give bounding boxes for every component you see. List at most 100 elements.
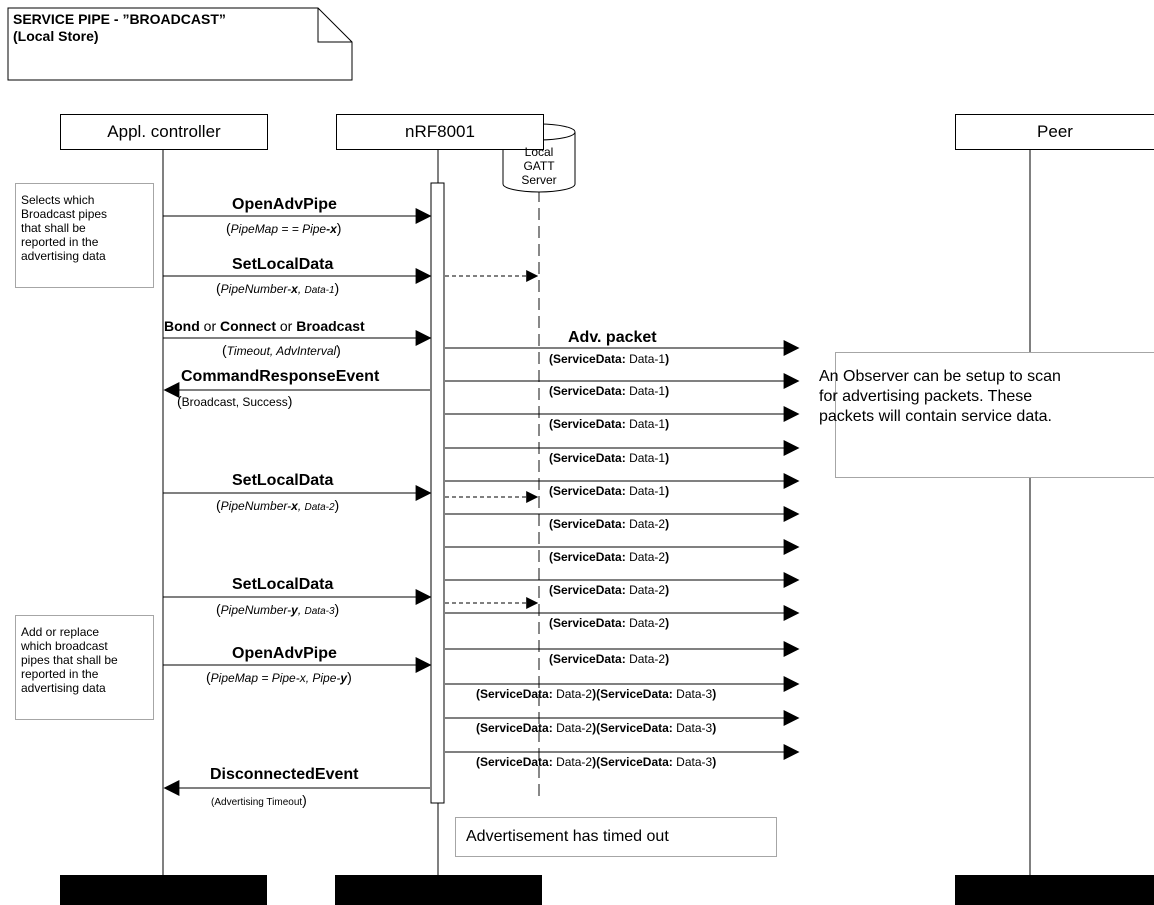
title-note-fold [317, 8, 352, 43]
adv-packet-label: (ServiceData: Data-2) [549, 550, 670, 564]
m2-p1: PipeNumber- [220, 282, 292, 296]
m1-p3: Pipe [302, 222, 327, 236]
gatt-label-line1: Local [524, 145, 554, 159]
callout-add-pipes: Add or replace which broadcast pipes tha… [15, 615, 154, 720]
adv-key: ServiceData: [553, 652, 626, 666]
msg-setlocaldata-2-params: (PipeNumber-x, Data-2) [216, 497, 340, 513]
msg-setlocaldata-1-title: SetLocalData [232, 256, 334, 273]
m2-p2: x [291, 282, 298, 296]
msg-openadvpipe-2-params: (PipeMap = Pipe-x, Pipe-y) [206, 669, 352, 685]
nrf-activation-bar [430, 182, 445, 804]
m5-p1: PipeNumber- [220, 499, 292, 513]
lifeline-head-appl: Appl. controller [60, 114, 268, 150]
lifeline-head-peer: Peer [955, 114, 1154, 150]
m3-w3: Connect [220, 318, 276, 334]
m3-w1: Bond [164, 318, 200, 334]
m6-p1: PipeNumber- [220, 603, 292, 617]
msg-setlocaldata-1-params: (PipeNumber-x, Data-1) [216, 280, 340, 296]
adv-key: ServiceData: [480, 721, 553, 735]
adv-packet-label: (ServiceData: Data-2) [549, 652, 670, 666]
adv-value: Data-2 [629, 652, 666, 666]
adv-key: ServiceData: [553, 352, 626, 366]
msg-setlocaldata-3-title: SetLocalData [232, 576, 334, 593]
adv-key: ServiceData: [600, 755, 673, 769]
adv-key: ServiceData: [553, 616, 626, 630]
gatt-server-label: Local GATT Server [503, 145, 575, 187]
lifeline-foot-nrf [335, 875, 542, 905]
m1-p1: PipeMap [230, 222, 279, 236]
adv-key: ServiceData: [553, 550, 626, 564]
m8-p1: Advertising Timeout [214, 797, 303, 808]
callout-select-pipes: Selects which Broadcast pipes that shall… [15, 183, 154, 288]
m5-p2: x [291, 499, 298, 513]
adv-packet-label: (ServiceData: Data-2)(ServiceData: Data-… [476, 687, 717, 701]
msg-broadcast-params: (Timeout, AdvInterval) [222, 342, 341, 358]
adv-value: Data-3 [676, 755, 713, 769]
adv-key: ServiceData: [553, 583, 626, 597]
msg-openadvpipe-1-params: (PipeMap = = Pipe-x) [226, 220, 342, 236]
callout-observer: An Observer can be setup to scan for adv… [819, 352, 1154, 478]
m6-p2: y [291, 603, 298, 617]
adv-key: ServiceData: [480, 755, 553, 769]
adv-key: ServiceData: [553, 517, 626, 531]
diagram-title: SERVICE PIPE - ”BROADCAST” [13, 11, 226, 27]
adv-key: ServiceData: [600, 721, 673, 735]
lifeline-foot-peer [955, 875, 1154, 905]
m4-p1: Broadcast, Success [181, 395, 288, 409]
adv-key: ServiceData: [480, 687, 553, 701]
adv-value: Data-1 [629, 451, 666, 465]
m6-p3: , [297, 603, 305, 617]
title-note-frame [7, 7, 353, 81]
msg-disconnected-params: (Advertising Timeout) [211, 792, 307, 808]
m3-w5: Broadcast [296, 318, 365, 334]
adv-value: Data-2 [629, 517, 666, 531]
adv-packet-label: (ServiceData: Data-1) [549, 484, 670, 498]
adv-value: Data-1 [629, 484, 666, 498]
m1-p4: -x [326, 222, 337, 236]
adv-packet-label: (ServiceData: Data-1) [549, 352, 670, 366]
adv-packet-label: (ServiceData: Data-2)(ServiceData: Data-… [476, 755, 717, 769]
adv-packet-label: (ServiceData: Data-2) [549, 583, 670, 597]
adv-value: Data-3 [676, 721, 713, 735]
m1-p2: = = [278, 222, 303, 236]
m7-p1: PipeMap = Pipe-x, Pipe- [210, 671, 341, 685]
m2-p3: , [297, 282, 305, 296]
msg-command-response-params: (Broadcast, Success) [177, 393, 293, 409]
m6-p4: Data-3 [304, 606, 335, 617]
m2-p4: Data-1 [304, 285, 335, 296]
adv-value: Data-1 [629, 352, 666, 366]
lifeline-head-nrf: nRF8001 [336, 114, 544, 150]
callout-observer-text: An Observer can be setup to scan for adv… [819, 368, 1061, 425]
adv-value: Data-2 [629, 616, 666, 630]
adv-key: ServiceData: [553, 451, 626, 465]
callout-timeout: Advertisement has timed out [455, 817, 777, 857]
adv-value: Data-2 [556, 687, 593, 701]
callout-select-pipes-text: Selects which Broadcast pipes that shall… [21, 193, 108, 263]
callout-add-pipes-text: Add or replace which broadcast pipes tha… [21, 625, 118, 695]
adv-arrows [445, 340, 800, 760]
msg-openadvpipe-2-title: OpenAdvPipe [232, 645, 337, 662]
gatt-label-line3: Server [521, 173, 557, 187]
m5-p3: , [297, 499, 305, 513]
adv-packet-label: (ServiceData: Data-1) [549, 417, 670, 431]
adv-value: Data-2 [629, 550, 666, 564]
msg-command-response-title: CommandResponseEvent [181, 368, 380, 385]
m3-w4: or [276, 318, 297, 334]
msg-setlocaldata-2-title: SetLocalData [232, 472, 334, 489]
msg-disconnected-title: DisconnectedEvent [210, 766, 359, 783]
adv-key: ServiceData: [553, 384, 626, 398]
adv-value: Data-1 [629, 417, 666, 431]
msg-broadcast-title: Bond or Connect or Broadcast [164, 318, 365, 334]
adv-key: ServiceData: [553, 417, 626, 431]
adv-packet-label: (ServiceData: Data-2)(ServiceData: Data-… [476, 721, 717, 735]
adv-packet-label: (ServiceData: Data-1) [549, 451, 670, 465]
m3-p1: Timeout, AdvInterval [226, 344, 337, 358]
adv-packet-label: (ServiceData: Data-1) [549, 384, 670, 398]
adv-value: Data-2 [556, 721, 593, 735]
callout-timeout-text: Advertisement has timed out [466, 828, 669, 845]
adv-key: ServiceData: [553, 484, 626, 498]
m3-w2: or [199, 318, 220, 334]
adv-packet-label: (ServiceData: Data-2) [549, 616, 670, 630]
adv-packet-label: (ServiceData: Data-2) [549, 517, 670, 531]
lifeline-foot-appl [60, 875, 267, 905]
